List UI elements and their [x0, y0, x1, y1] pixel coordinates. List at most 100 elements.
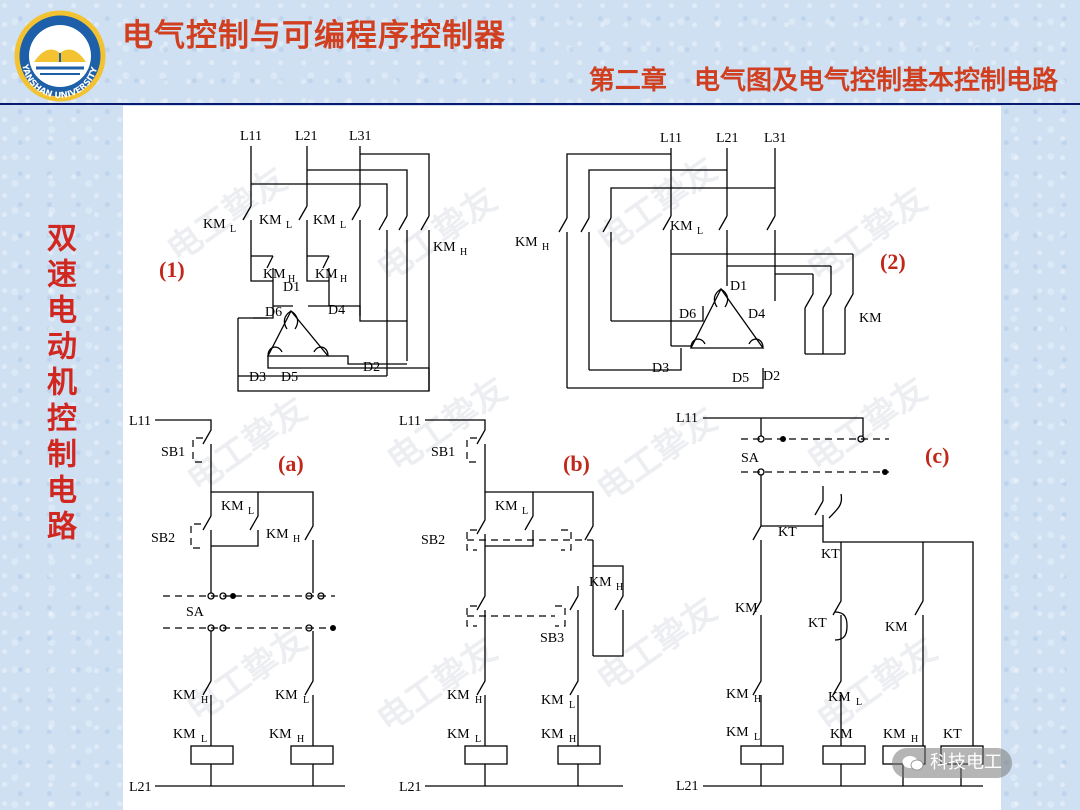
figure-tag-1: (1): [159, 257, 185, 282]
label-KM: KM: [269, 727, 292, 742]
label-L21: L21: [676, 779, 699, 794]
label-KM: KM: [313, 213, 336, 228]
label-KM: KM: [726, 725, 749, 740]
watermark: 电工挚友: [370, 629, 504, 740]
label-sub-L: L: [340, 220, 346, 231]
label-sub-L: L: [248, 506, 254, 517]
label-KM: KM: [447, 688, 470, 703]
label-KM: KM: [828, 690, 851, 705]
label-KT: KT: [943, 727, 962, 742]
label-KM: KM: [221, 499, 244, 514]
label-D5: D5: [281, 370, 298, 385]
label-sub-L: L: [475, 734, 481, 745]
label-L11: L11: [240, 129, 262, 144]
coil-KM: [822, 745, 866, 765]
label-KM: KM: [885, 620, 908, 635]
label-KM: KM: [515, 235, 538, 250]
label-KM: KM: [495, 499, 518, 514]
label-KM: KM: [173, 688, 196, 703]
label-KM: KM: [589, 575, 612, 590]
label-sub-H: H: [201, 695, 208, 706]
label-sub-L: L: [697, 226, 703, 237]
label-SA: SA: [741, 451, 760, 466]
label-KM: KM: [275, 688, 298, 703]
label-sub-H: H: [288, 274, 295, 285]
label-L11: L11: [660, 131, 682, 146]
label-D3: D3: [249, 370, 266, 385]
label-KT: KT: [808, 616, 827, 631]
wechat-icon: [902, 756, 924, 771]
watermark: 电工挚友: [800, 369, 934, 480]
figure-tag-a: (a): [278, 451, 304, 476]
label-D2: D2: [363, 360, 380, 375]
label-KM: KM: [447, 727, 470, 742]
label-sub-L: L: [201, 734, 207, 745]
label-sub-H: H: [754, 694, 761, 705]
coil-KMH: [290, 745, 334, 765]
coil-KML: [740, 745, 784, 765]
label-D1: D1: [730, 279, 747, 294]
watermark: 电工挚友: [180, 389, 314, 500]
header: YANSHAN UNIVERSITY 电气控制与可编程序控制器 第二章 电气图及…: [0, 0, 1080, 105]
label-D2: D2: [763, 369, 780, 384]
main-circuit-1: (1) L11 L21 L31 KM L KM L KM L KM H KM H…: [159, 129, 467, 392]
label-sub-H: H: [542, 242, 549, 253]
label-sub-H: H: [616, 582, 623, 593]
label-L21: L21: [129, 780, 152, 795]
label-L21: L21: [716, 131, 739, 146]
label-L11: L11: [129, 414, 151, 429]
label-D4: D4: [328, 303, 345, 318]
watermark: 电工挚友: [590, 399, 724, 510]
brand-label: 科技电工: [930, 752, 1002, 773]
watermarks: 电工挚友 电工挚友 电工挚友 电工挚友 电工挚友 电工挚友 电工挚友 电工挚友 …: [160, 149, 944, 740]
watermark: 电工挚友: [590, 589, 724, 700]
watermark: 电工挚友: [800, 179, 934, 290]
label-L11: L11: [399, 414, 421, 429]
coil-KMH: [557, 745, 601, 765]
chapter-title: 第二章 电气图及电气控制基本控制电路: [588, 66, 1058, 96]
coil-KML: [190, 745, 234, 765]
label-L11: L11: [676, 411, 698, 426]
label-SB2: SB2: [151, 531, 175, 546]
watermark: 电工挚友: [810, 629, 944, 740]
control-circuit-b: (b) L11 L21 SB1 KM L SB2 KM H SB3 KM H K…: [399, 414, 624, 795]
label-D3: D3: [652, 361, 669, 376]
label-L31: L31: [764, 131, 787, 146]
label-D5: D5: [732, 371, 749, 386]
label-KT: KT: [778, 525, 797, 540]
label-KM: KM: [670, 219, 693, 234]
brand-badge: 科技电工: [892, 748, 1012, 778]
circuit-diagram: 电工挚友 电工挚友 电工挚友 电工挚友 电工挚友 电工挚友 电工挚友 电工挚友 …: [129, 129, 984, 795]
label-sub-H: H: [911, 734, 918, 745]
label-D6: D6: [265, 305, 282, 320]
watermark: 电工挚友: [370, 179, 504, 290]
label-KM: KM: [541, 693, 564, 708]
label-D1: D1: [283, 280, 300, 295]
figure-tag-2: (2): [880, 249, 906, 274]
label-KM: KM: [726, 687, 749, 702]
watermark: 电工挚友: [590, 149, 724, 260]
label-KM: KM: [266, 527, 289, 542]
figure-tag-b: (b): [563, 451, 590, 476]
label-KM: KM: [735, 601, 758, 616]
label-sub-H: H: [460, 247, 467, 258]
label-KM: KM: [541, 727, 564, 742]
label-sub-H: H: [569, 734, 576, 745]
label-sub-H: H: [475, 695, 482, 706]
label-KM: KM: [259, 213, 282, 228]
main-circuit-2: (2) L11 L21 L31 KM H KM L KM D1 D6 D4 D3…: [515, 131, 906, 389]
label-D4: D4: [748, 307, 765, 322]
control-circuit-a: (a) L11 L21 SB1 SB2 KM L KM H SA KM H KM…: [129, 414, 345, 795]
label-sub-L: L: [754, 732, 760, 743]
side-title: 双速电动机控制电路: [41, 222, 76, 546]
label-sub-L: L: [856, 697, 862, 708]
label-SB1: SB1: [161, 445, 185, 460]
label-sub-L: L: [230, 224, 236, 235]
coil-KML: [464, 745, 508, 765]
label-sub-H: H: [293, 534, 300, 545]
label-L21: L21: [295, 129, 318, 144]
label-D6: D6: [679, 307, 696, 322]
label-KM: KM: [263, 267, 286, 282]
label-SB2: SB2: [421, 533, 445, 548]
figure-tag-c: (c): [925, 443, 949, 468]
